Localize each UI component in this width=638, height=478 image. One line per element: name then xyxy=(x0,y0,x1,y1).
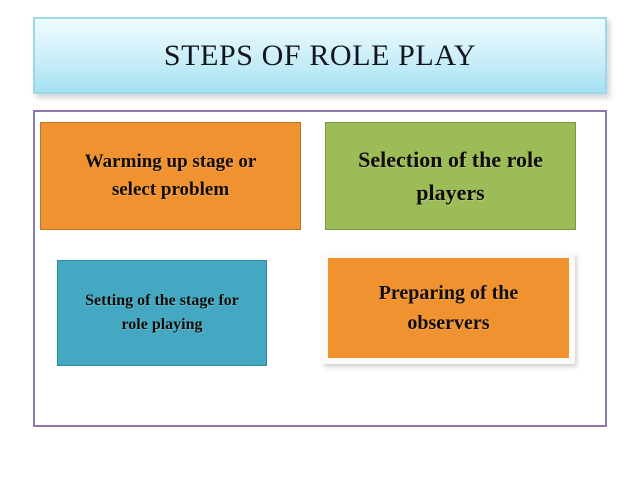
step-box-preparing-line-1: Preparing of the xyxy=(378,282,519,304)
step-box-warming-up[interactable]: Warming up stage or select problem xyxy=(40,122,301,230)
step-box-selection-line-1: Selection of the role xyxy=(358,147,543,172)
step-box-setting-the-stage[interactable]: Setting of the stage for role playing xyxy=(57,260,267,366)
step-box-setting-line-2: role playing xyxy=(121,316,203,333)
step-box-preparing-line-2: observers xyxy=(407,312,490,334)
step-box-setting-line-1: Setting of the stage for xyxy=(85,292,239,309)
step-box-selection-of-role-players[interactable]: Selection of the role players xyxy=(325,122,576,230)
step-box-preparing-observers[interactable]: Preparing of the observers xyxy=(322,252,575,364)
page-title: STEPS OF ROLE PLAY xyxy=(163,38,477,72)
title-banner: STEPS OF ROLE PLAY xyxy=(33,17,607,94)
step-box-warming-up-line-2: select problem xyxy=(111,179,230,200)
step-box-warming-up-line-1: Warming up stage or xyxy=(84,150,257,172)
step-box-selection-line-2: players xyxy=(416,180,485,205)
